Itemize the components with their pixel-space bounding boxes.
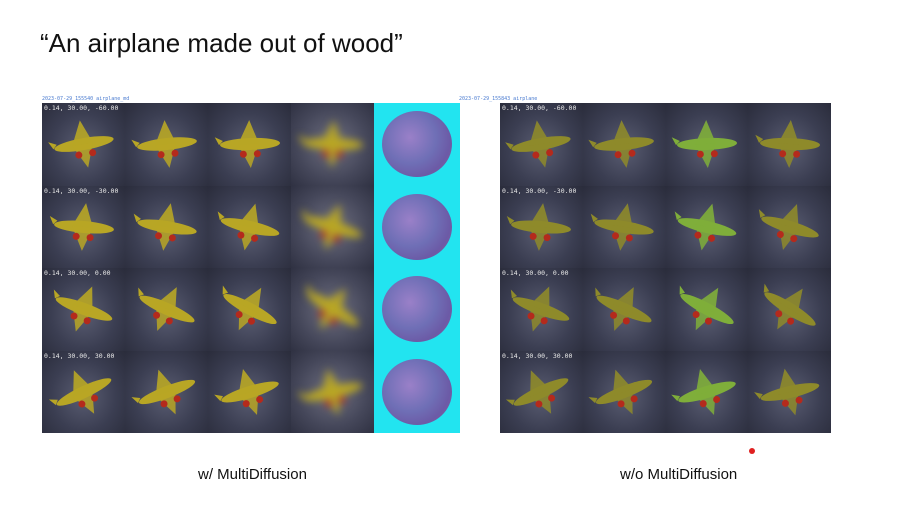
- normal-map-tile: [374, 350, 460, 433]
- right-image-grid: 0.14, 30.00, -60.00 0.14, 30.00, -30.00 0.…: [500, 103, 831, 433]
- normal-map-tile: [374, 185, 460, 268]
- render-tile: [125, 185, 208, 268]
- render-tile: [748, 268, 831, 351]
- airplane-render: [222, 285, 277, 331]
- airplane-render: [505, 120, 571, 168]
- airplane-render: [130, 369, 195, 415]
- render-tile: [665, 103, 749, 186]
- render-tile: [291, 185, 374, 268]
- render-tile: [208, 103, 291, 186]
- row-label: 0.14, 30.00, 0.00: [44, 269, 111, 277]
- normal-map-blob: [382, 358, 452, 425]
- slide-title: “An airplane made out of wood”: [40, 28, 403, 58]
- airplane-render: [671, 120, 737, 169]
- render-tile: [582, 350, 666, 433]
- airplane-render: [217, 203, 279, 251]
- render-tile: 0.14, 30.00, -60.00: [500, 103, 583, 186]
- left-caption: w/ MultiDiffusion: [198, 466, 307, 483]
- airplane-render: [301, 203, 362, 250]
- render-tile: [291, 103, 374, 186]
- airplane-render: [590, 203, 654, 251]
- marker-dot: [749, 448, 755, 454]
- left-panel-header: 2023-07-29_155540 airplane_md: [42, 96, 130, 102]
- airplane-render: [214, 120, 280, 169]
- row-label: 0.14, 30.00, -30.00: [44, 186, 119, 195]
- render-tile: [665, 185, 749, 268]
- row-label: 0.14, 30.00, 0.00: [502, 269, 569, 277]
- render-tile: [748, 103, 831, 186]
- airplane-render: [297, 120, 363, 169]
- airplane-render: [588, 120, 654, 169]
- render-tile: [665, 350, 749, 433]
- right-caption: w/o MultiDiffusion: [620, 466, 738, 483]
- render-tile: [125, 103, 208, 186]
- render-tile: [748, 350, 831, 433]
- airplane-render: [753, 368, 819, 416]
- render-tile: [208, 268, 291, 351]
- render-tile: [208, 185, 291, 268]
- airplane-render: [754, 120, 820, 169]
- normal-map-blob: [382, 193, 452, 260]
- normal-map-tile: [374, 268, 460, 351]
- airplane-render: [130, 120, 197, 169]
- normal-map-tile: [374, 103, 460, 186]
- render-tile: 0.14, 30.00, -60.00: [42, 103, 125, 186]
- airplane-render: [53, 286, 112, 332]
- left-image-grid: 0.14, 30.00, -60.00 0.14, 30.00, -30.00 0.…: [42, 103, 460, 433]
- right-panel-header: 2023-07-29_155843 airplane: [459, 96, 538, 102]
- airplane-render: [306, 283, 359, 330]
- render-tile: [208, 350, 291, 433]
- airplane-render: [511, 286, 570, 332]
- airplane-render: [507, 202, 572, 251]
- render-tile: [125, 268, 208, 351]
- render-tile: 0.14, 30.00, 0.00: [42, 268, 125, 351]
- render-tile: [748, 185, 831, 268]
- airplane-render: [137, 287, 195, 332]
- row-label: 0.14, 30.00, -60.00: [44, 104, 119, 112]
- airplane-render: [133, 203, 197, 251]
- normal-map-blob: [382, 276, 452, 343]
- render-tile: [582, 103, 666, 186]
- render-tile: [291, 268, 374, 351]
- airplane-render: [47, 120, 114, 168]
- render-tile: [582, 268, 666, 351]
- airplane-render: [763, 283, 816, 330]
- airplane-render: [679, 285, 734, 331]
- airplane-render: [758, 203, 819, 250]
- airplane-render: [506, 369, 569, 414]
- airplane-render: [49, 202, 114, 251]
- render-tile: 0.14, 30.00, 0.00: [500, 268, 583, 351]
- row-label: 0.14, 30.00, 30.00: [44, 351, 115, 360]
- render-tile: 0.14, 30.00, 30.00: [500, 350, 583, 433]
- render-tile: [582, 185, 666, 268]
- normal-map-blob: [382, 111, 452, 178]
- row-label: 0.14, 30.00, -30.00: [502, 186, 577, 195]
- render-tile: 0.14, 30.00, -30.00: [500, 185, 583, 268]
- render-tile: 0.14, 30.00, -30.00: [42, 185, 125, 268]
- airplane-render: [588, 369, 653, 415]
- airplane-render: [213, 368, 279, 415]
- airplane-render: [595, 287, 652, 332]
- airplane-render: [674, 203, 737, 251]
- render-tile: [665, 268, 749, 351]
- airplane-render: [296, 368, 362, 416]
- airplane-render: [48, 369, 111, 414]
- row-label: 0.14, 30.00, 30.00: [502, 351, 573, 360]
- airplane-render: [671, 368, 736, 415]
- render-tile: 0.14, 30.00, 30.00: [42, 350, 125, 433]
- row-label: 0.14, 30.00, -60.00: [502, 104, 577, 112]
- render-tile: [125, 350, 208, 433]
- render-tile: [291, 350, 374, 433]
